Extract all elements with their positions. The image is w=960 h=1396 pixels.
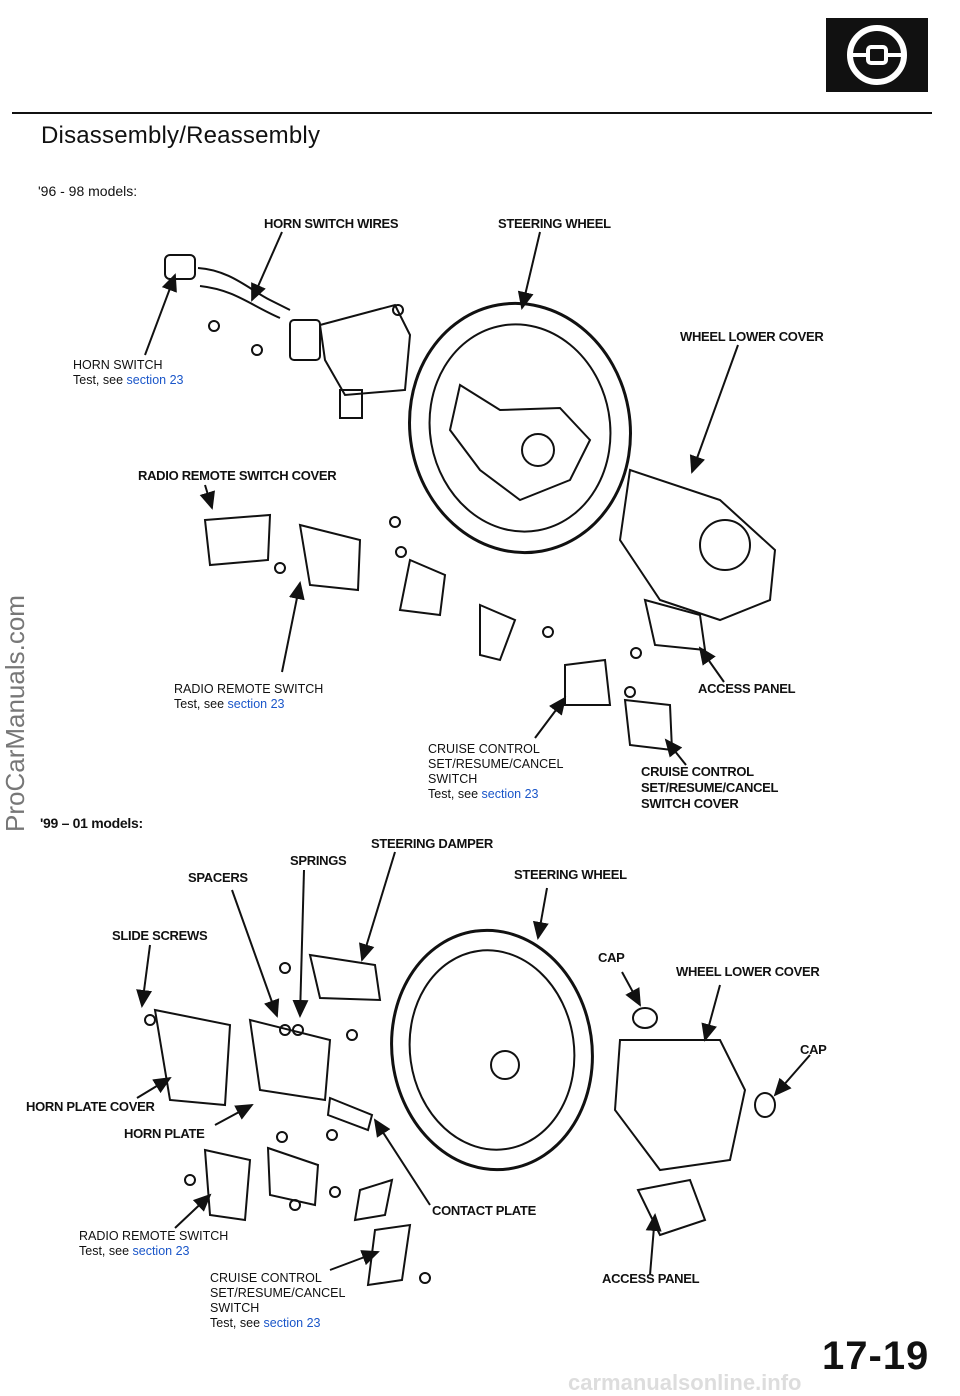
label-wheel-lower-cover-99: WHEEL LOWER COVER xyxy=(676,964,820,979)
link-cruise-switch-99-section[interactable]: section 23 xyxy=(263,1316,321,1330)
label-horn-switch-wires: HORN SWITCH WIRES xyxy=(264,216,399,231)
label-access-panel-99: ACCESS PANEL xyxy=(602,1271,700,1286)
link-cruise-switch-96-section[interactable]: section 23 xyxy=(481,787,539,801)
horn-switch-part xyxy=(164,254,196,280)
section-96-98-label: '96 - 98 models: xyxy=(38,183,138,199)
label-radio-remote-switch-cover: RADIO REMOTE SWITCH COVER xyxy=(138,468,337,483)
contact-plate xyxy=(326,1096,374,1132)
header-rule xyxy=(12,112,932,114)
label-horn-plate: HORN PLATE xyxy=(124,1126,205,1141)
footer-site: carmanualsonline.info xyxy=(568,1370,802,1395)
label-contact-plate: CONTACT PLATE xyxy=(432,1203,536,1218)
label-access-panel-96: ACCESS PANEL xyxy=(698,681,796,696)
link-horn-switch-section[interactable]: section 23 xyxy=(126,373,184,387)
horn-plate xyxy=(248,1018,332,1102)
wheel-lower-cover-96 xyxy=(618,468,777,622)
label-wheel-lower-cover-96: WHEEL LOWER COVER xyxy=(680,329,824,344)
radio-switch xyxy=(298,523,362,592)
callout-cruise-switch-99: CRUISE CONTROL SET/RESUME/CANCEL SWITCH … xyxy=(210,1271,346,1330)
label-cruise-cover-96: CRUISE CONTROL SET/RESUME/CANCEL SWITCH … xyxy=(641,764,779,811)
steering-wheel-99 xyxy=(390,928,594,1172)
cap-99-a xyxy=(632,1007,658,1029)
cruise-switch-96 xyxy=(564,658,612,706)
link-radio-switch-99-section[interactable]: section 23 xyxy=(132,1244,190,1258)
access-panel-99 xyxy=(636,1178,707,1237)
label-spacers: SPACERS xyxy=(188,870,248,885)
callout-horn-switch: HORN SWITCH Test, see section 23 xyxy=(73,358,184,387)
wheel-lower-cover-99 xyxy=(613,1039,747,1172)
link-radio-switch-96-section[interactable]: section 23 xyxy=(227,697,285,711)
callout-radio-switch-99: RADIO REMOTE SWITCH Test, see section 23 xyxy=(79,1229,229,1258)
section-99-01-label: '99 – 01 models: xyxy=(40,815,143,831)
label-cap-1: CAP xyxy=(598,950,625,965)
cruise-cover-96 xyxy=(623,698,674,752)
label-steering-wheel-99: STEERING WHEEL xyxy=(514,867,627,882)
label-horn-plate-cover: HORN PLATE COVER xyxy=(26,1099,155,1114)
callout-cruise-switch-96: CRUISE CONTROL SET/RESUME/CANCEL SWITCH … xyxy=(428,742,564,801)
radio-switch-cover xyxy=(203,513,272,567)
label-steering-wheel-96: STEERING WHEEL xyxy=(498,216,611,231)
access-panel-96 xyxy=(643,598,707,652)
watermark: ProCarManuals.com xyxy=(0,595,30,832)
cruise-switch-99 xyxy=(366,1223,412,1287)
steering-wheel-section-icon xyxy=(826,18,928,92)
label-cap-2: CAP xyxy=(800,1042,827,1057)
cap-99-b xyxy=(754,1092,776,1118)
horn-plate-cover xyxy=(153,1008,232,1107)
steering-damper xyxy=(308,953,382,1002)
label-slide-screws: SLIDE SCREWS xyxy=(112,928,208,943)
page-number: 17-19 xyxy=(822,1334,930,1378)
label-springs: SPRINGS xyxy=(290,853,347,868)
callout-radio-switch-96: RADIO REMOTE SWITCH Test, see section 23 xyxy=(174,682,324,711)
label-steering-damper: STEERING DAMPER xyxy=(371,836,493,851)
page-title: Disassembly/Reassembly xyxy=(41,122,321,149)
horn-bracket xyxy=(318,303,412,397)
radio-switch-99 xyxy=(203,1148,252,1222)
steering-wheel-96 xyxy=(408,301,632,555)
